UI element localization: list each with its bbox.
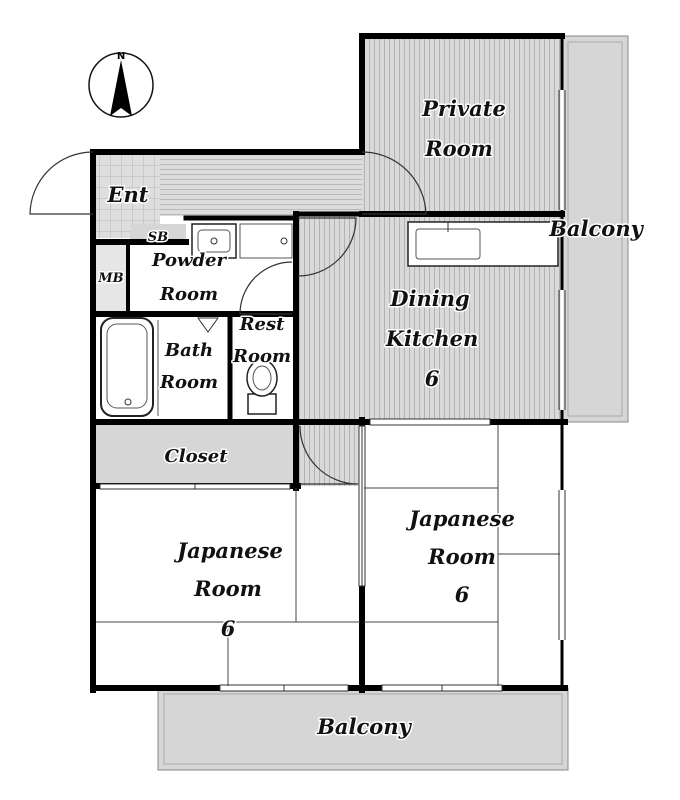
bathtub xyxy=(100,317,159,417)
private-room-label-1: Private xyxy=(421,96,506,121)
japanese-room-east-label-2: Room xyxy=(427,544,496,569)
balcony-south-label: Balcony xyxy=(316,714,412,739)
compass: N xyxy=(88,51,154,118)
balcony-east xyxy=(561,35,629,423)
private-room-label-2: Room xyxy=(424,136,493,161)
hallway-floor xyxy=(160,152,362,216)
private-room-floor xyxy=(362,36,562,216)
tatami-west xyxy=(96,488,360,686)
dining-kitchen-label-2: Kitchen xyxy=(385,326,479,351)
toilet xyxy=(246,359,278,415)
room-labels: Private Room Ent SB MB Powder Room Bath … xyxy=(96,95,646,741)
shoe-box-area xyxy=(130,224,186,242)
door-swings xyxy=(29,151,427,485)
entrance-floor xyxy=(93,152,160,238)
closet-floor xyxy=(96,424,294,486)
japanese-room-west-label-2: Room xyxy=(193,576,262,601)
closet-label: Closet xyxy=(164,446,228,467)
balcony-east-label: Balcony xyxy=(548,216,644,241)
vanity-sink xyxy=(191,223,293,259)
washer-pan-marker xyxy=(197,317,219,333)
japanese-room-east-label-1: Japanese xyxy=(405,506,515,531)
meter-box-area xyxy=(95,242,128,314)
windows xyxy=(219,90,566,692)
compass-north-label: N xyxy=(117,51,125,62)
rest-room-label-2: Room xyxy=(232,346,291,367)
bath-room-label-1: Bath xyxy=(164,340,213,361)
dining-kitchen-size: 6 xyxy=(425,366,440,391)
japanese-room-west-size: 6 xyxy=(221,616,236,641)
powder-room-label-1: Powder xyxy=(151,250,228,271)
japanese-room-west-label-1: Japanese xyxy=(173,538,283,563)
dining-kitchen-label-1: Dining xyxy=(389,286,469,311)
bath-room-label-2: Room xyxy=(159,372,218,393)
north-arrow-icon xyxy=(110,60,132,116)
balcony-south xyxy=(157,687,569,771)
meter-box-label: MB xyxy=(97,271,123,286)
powder-room-label-2: Room xyxy=(159,284,218,305)
rest-room-label-1: Rest xyxy=(239,314,286,335)
tatami-east xyxy=(364,425,560,686)
shoe-box-label: SB xyxy=(148,230,168,245)
entrance-label: Ent xyxy=(107,182,149,207)
sliding-partitions xyxy=(99,418,491,587)
kitchen-counter xyxy=(407,221,559,267)
japanese-room-east-size: 6 xyxy=(455,582,470,607)
